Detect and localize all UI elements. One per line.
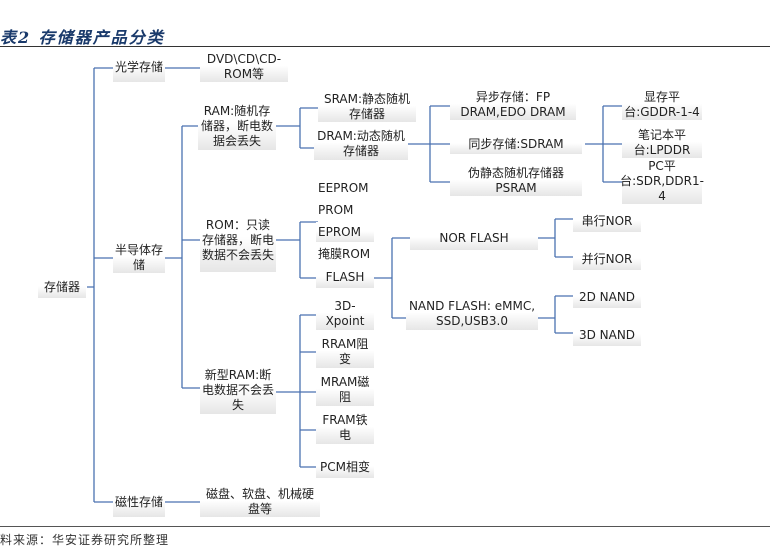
node-magnetic-child: 磁盘、软盘、机械硬盘等 [200,487,320,517]
node-flash: FLASH [316,266,374,288]
table-title: 表2 存储器产品分类 [0,28,165,47]
node-nand: NAND FLASH: eMMC, SSD,USB3.0 [406,298,538,330]
node-rram: RRAM阻变 [316,336,374,368]
node-pcddr: PC平台:SDR,DDR1-4 [620,158,704,204]
node-eeprom: EEPROM [318,180,369,195]
node-eprom: EPROM [316,222,374,242]
connector-ram [276,107,320,149]
node-optical: 光学存储 [113,52,165,82]
node-gddr: 显存平台:GDDR-1-4 [622,90,702,120]
node-rom: ROM：只读存储器，断电数据不会丢失 [200,208,276,272]
node-psram: 伪静态随机存储器PSRAM [450,166,582,196]
node-3d-nand: 3D NAND [573,324,641,346]
node-ram: RAM:随机存储器，断电数据会丢失 [198,102,276,150]
node-mram: MRAM磁阻 [316,374,374,406]
connector-semi [165,125,200,389]
connector-nand [537,295,573,334]
bottom-rule [0,526,770,527]
node-maskrom: 掩膜ROM [318,246,371,261]
node-parallel-nor: 并行NOR [573,248,641,270]
node-nor: NOR FLASH [410,226,538,250]
node-magnetic: 磁性存储 [113,487,165,517]
source-note: 料来源：华安证券研究所整理 [0,533,170,547]
connector-dram [408,105,450,183]
connector-sync [585,105,622,183]
node-3d-xpoint: 3D-Xpoint [316,298,374,330]
node-semiconductor: 半导体存储 [113,243,165,273]
node-pcm: PCM相变 [316,456,374,478]
node-2d-nand: 2D NAND [573,286,641,308]
top-rule [0,46,770,47]
connector-root [87,67,115,503]
node-newram: 新型RAM:断电数据不会丢失 [200,366,276,414]
node-dram: DRAM:动态随机存储器 [314,128,408,160]
connector-flash [373,237,410,319]
node-lpddr: 笔记本平台:LPDDR [622,128,702,158]
node-sram: SRAM:静态随机存储器 [318,92,416,122]
node-root: 存储器 [38,276,86,298]
connector-newram [276,314,318,468]
node-sync: 同步存储:SDRAM [450,134,582,154]
node-fram: FRAM铁电 [316,412,374,444]
node-prom: PROM [318,202,354,217]
connector-nor [537,218,573,258]
node-optical-child: DVD\CD\CD-ROM等 [200,52,288,82]
node-serial-nor: 串行NOR [573,210,641,232]
connector-rom [276,221,318,279]
node-async: 异步存储：FP DRAM,EDO DRAM [450,90,576,120]
